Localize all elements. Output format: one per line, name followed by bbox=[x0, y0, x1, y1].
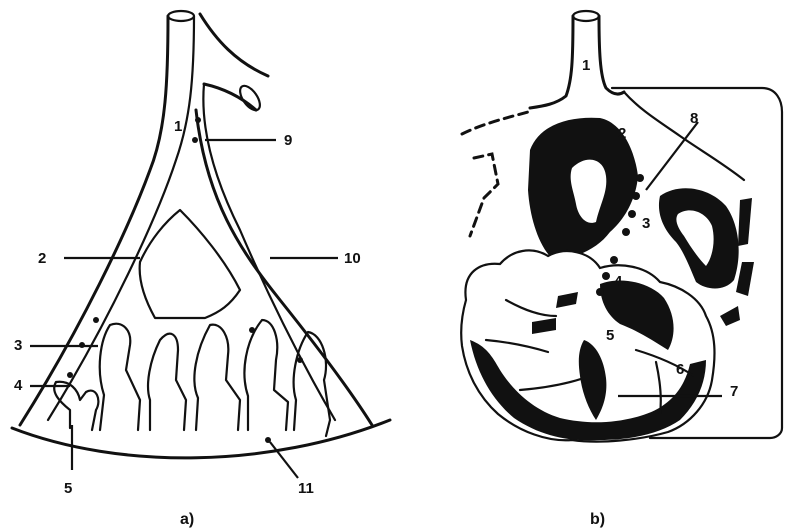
central-lumen bbox=[140, 210, 240, 318]
b-duct-opening bbox=[573, 11, 599, 21]
alveolus-cluster-4 bbox=[194, 325, 240, 430]
label-a-4: 4 bbox=[14, 377, 23, 394]
label-b-6: 6 bbox=[676, 361, 684, 378]
label-b-2: 2 bbox=[618, 125, 626, 142]
caption-a: a) bbox=[180, 511, 194, 528]
label-b-1: 1 bbox=[582, 57, 590, 74]
label-b-8: 8 bbox=[690, 110, 698, 127]
label-b-3: 3 bbox=[642, 215, 650, 232]
b-duct-left-wall bbox=[530, 16, 573, 108]
label-a-3: 3 bbox=[14, 337, 22, 354]
b-dashed-outline-upper bbox=[462, 112, 528, 134]
b-right-fragment-1 bbox=[738, 198, 752, 246]
b-leader-8 bbox=[646, 122, 698, 190]
b-right-fragment-3 bbox=[720, 306, 740, 326]
alveolus-cluster-5 bbox=[244, 320, 288, 430]
label-a-5: 5 bbox=[64, 480, 72, 497]
panel-a: 1 2 3 4 5 9 10 11 a) bbox=[12, 11, 390, 528]
label-b-7: 7 bbox=[730, 383, 738, 400]
label-a-10: 10 bbox=[344, 250, 361, 267]
b-dashed-outline-left bbox=[470, 154, 498, 236]
panel-b: 1 2 3 4 5 6 7 8 b) bbox=[461, 11, 782, 528]
b-right-fragment-2 bbox=[736, 262, 754, 296]
main-duct-inner-right-wall bbox=[203, 84, 335, 420]
label-b-5: 5 bbox=[606, 327, 614, 344]
main-duct-left-wall bbox=[20, 16, 168, 425]
caption-b: b) bbox=[590, 511, 605, 528]
label-a-1: 1 bbox=[174, 118, 182, 135]
label-a-2: 2 bbox=[38, 250, 46, 267]
b-duct-wavy-wall bbox=[624, 92, 744, 180]
label-a-9: 9 bbox=[284, 132, 292, 149]
alveolus-cluster-2 bbox=[100, 324, 140, 430]
b-duct-right-wall bbox=[599, 16, 624, 94]
side-tube-outer bbox=[200, 14, 268, 76]
main-duct-opening bbox=[168, 11, 194, 21]
main-duct-right-wall bbox=[196, 110, 372, 425]
alveolus-cluster-1 bbox=[54, 382, 98, 430]
label-b-4: 4 bbox=[614, 273, 623, 290]
alveolus-cluster-6 bbox=[294, 332, 330, 436]
basement-membrane bbox=[12, 420, 390, 458]
label-a-11: 11 bbox=[298, 480, 314, 497]
alveolus-cluster-3 bbox=[148, 334, 186, 430]
